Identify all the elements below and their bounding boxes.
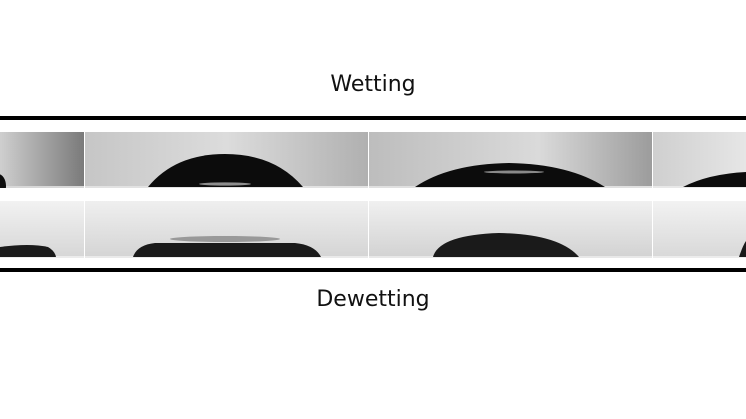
dewetting-frame-4	[653, 201, 746, 258]
droplet	[148, 154, 303, 187]
dewetting-frame-2	[85, 201, 368, 258]
wetting-label: Wetting	[330, 72, 416, 97]
wetting-frame-4	[653, 132, 746, 188]
droplet	[133, 243, 321, 257]
droplet	[683, 172, 746, 187]
bottom-divider	[0, 268, 746, 272]
dewetting-label: Dewetting	[316, 287, 430, 312]
droplet	[0, 174, 6, 188]
wetting-frame-3	[369, 132, 652, 188]
droplet	[415, 163, 605, 187]
top-divider	[0, 116, 746, 120]
dewetting-frame-3	[369, 201, 652, 258]
droplet	[739, 241, 746, 257]
droplet	[0, 245, 56, 257]
wetting-frame-2	[85, 132, 368, 188]
dewetting-frame-1	[0, 201, 84, 258]
dewetting-image-strip	[0, 201, 746, 258]
wetting-frame-1	[0, 132, 84, 188]
droplet	[433, 233, 579, 257]
wetting-image-strip	[0, 132, 746, 188]
